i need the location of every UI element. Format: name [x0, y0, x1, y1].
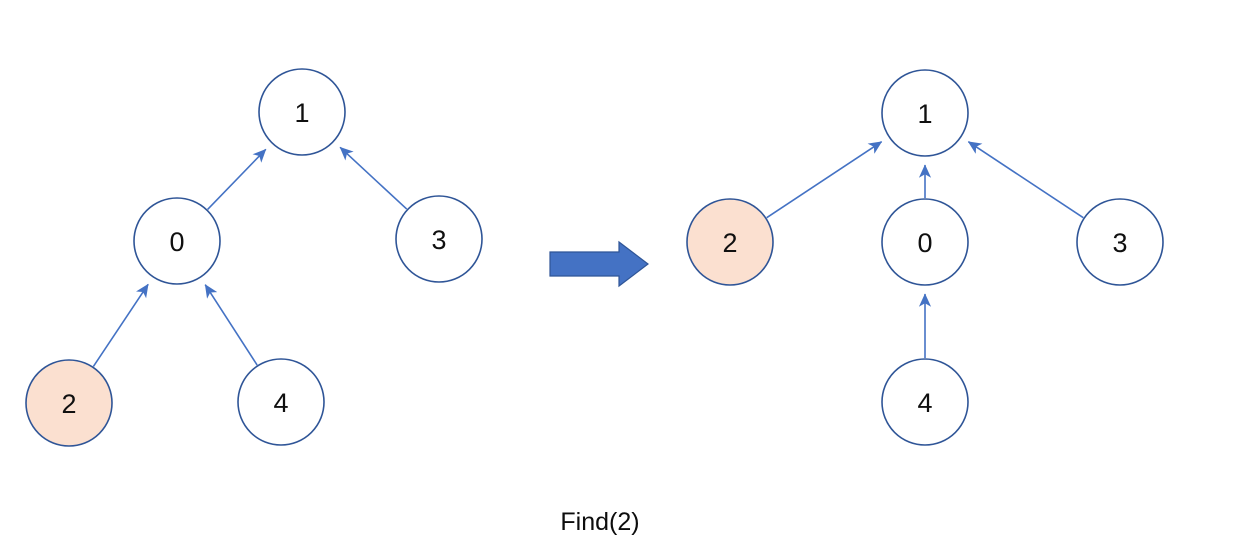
- after-node-circle-4[interactable]: [881, 358, 969, 446]
- transition-block-arrow: [549, 240, 649, 288]
- before-node-circle-0[interactable]: [133, 197, 221, 285]
- before-node-label-1: 1: [294, 98, 309, 128]
- block-arrow-layer: [549, 240, 649, 288]
- nodes-layer: 1 0 3 2 4 1 2 0 3 4: [25, 68, 1164, 447]
- before-node-2[interactable]: 2: [25, 359, 113, 447]
- before-node-circle-1[interactable]: [258, 68, 346, 156]
- before-node-label-4: 4: [273, 388, 288, 418]
- after-node-label-4: 4: [917, 388, 932, 418]
- after-node-1[interactable]: 1: [881, 69, 969, 157]
- before-edge-4-to-0: [204, 284, 258, 366]
- before-edge-3-to-1: [339, 146, 408, 210]
- after-node-2[interactable]: 2: [686, 198, 774, 286]
- after-node-circle-0[interactable]: [881, 198, 969, 286]
- after-node-circle-1[interactable]: [881, 69, 969, 157]
- edges-layer: [92, 141, 1084, 367]
- after-edge-3-to-1: [967, 141, 1084, 219]
- after-node-label-1: 1: [917, 99, 932, 129]
- before-node-circle-3[interactable]: [395, 195, 483, 283]
- before-node-label-3: 3: [431, 225, 446, 255]
- after-node-label-3: 3: [1112, 228, 1127, 258]
- before-node-1[interactable]: 1: [258, 68, 346, 156]
- after-node-label-0: 0: [917, 228, 932, 258]
- before-edge-2-to-0: [92, 283, 149, 367]
- before-node-circle-4[interactable]: [237, 358, 325, 446]
- before-node-label-0: 0: [169, 227, 184, 257]
- after-edge-2-to-1: [766, 141, 883, 219]
- before-node-0[interactable]: 0: [133, 197, 221, 285]
- before-node-circle-2[interactable]: [25, 359, 113, 447]
- after-node-circle-2[interactable]: [686, 198, 774, 286]
- after-node-3[interactable]: 3: [1076, 198, 1164, 286]
- after-node-label-2: 2: [722, 228, 737, 258]
- before-node-label-2: 2: [61, 389, 76, 419]
- after-node-circle-3[interactable]: [1076, 198, 1164, 286]
- before-node-4[interactable]: 4: [237, 358, 325, 446]
- after-node-4[interactable]: 4: [881, 358, 969, 446]
- before-edge-0-to-1: [207, 148, 267, 210]
- before-node-3[interactable]: 3: [395, 195, 483, 283]
- diagram-caption: Find(2): [560, 508, 639, 536]
- after-node-0[interactable]: 0: [881, 198, 969, 286]
